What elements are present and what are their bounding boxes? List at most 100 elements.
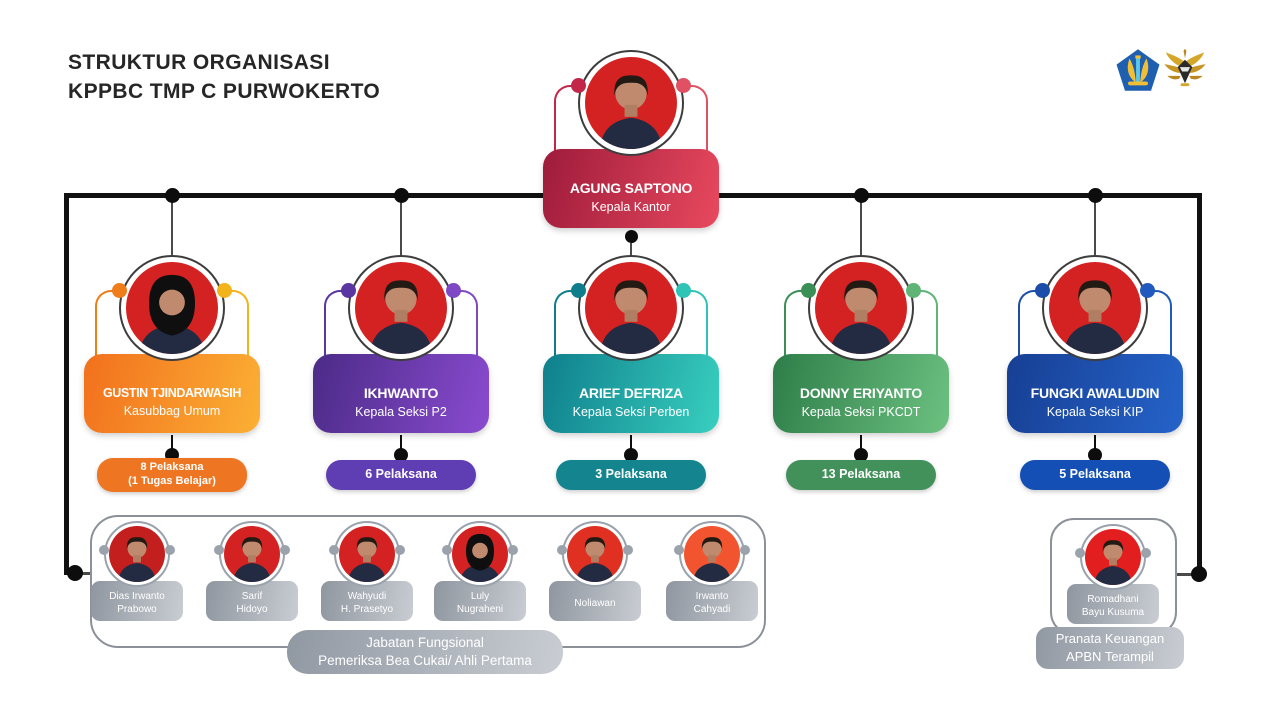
badge-line1: 6 Pelaksana bbox=[365, 467, 437, 482]
photo-ring bbox=[334, 521, 400, 587]
org-card-kasubbag-umum: GUSTIN TJINDARWASIH Kasubbag Umum 8 Pela… bbox=[82, 255, 262, 505]
accent-dot-left bbox=[557, 545, 567, 555]
accent-dot-right bbox=[676, 78, 691, 93]
member-card: Wahyudi H. Prasetyo bbox=[312, 521, 422, 625]
name-card: AGUNG SAPTONO Kepala Kantor bbox=[543, 149, 719, 228]
pin-dot bbox=[854, 448, 868, 462]
member-name-line1: Luly bbox=[470, 591, 490, 602]
accent-dot-right bbox=[508, 545, 518, 555]
pin-line bbox=[171, 435, 173, 449]
accent-dot-left bbox=[442, 545, 452, 555]
name-card: GUSTIN TJINDARWASIH Kasubbag Umum bbox=[84, 354, 260, 433]
treasury-group-label: Pranata Keuangan APBN Terampil bbox=[1036, 627, 1184, 669]
member-card: Dias Irwanto Prabowo bbox=[82, 521, 192, 625]
person-photo bbox=[1085, 529, 1141, 585]
accent-dot-left bbox=[674, 545, 684, 555]
connector-dot-right-branch bbox=[1191, 566, 1207, 582]
member-name-plate: Romadhani Bayu Kusuma bbox=[1067, 584, 1159, 624]
name-card: FUNGKI AWALUDIN Kepala Seksi KIP bbox=[1007, 354, 1183, 433]
pelaksana-badge: 8 Pelaksana (1 Tugas Belajar) bbox=[97, 458, 247, 492]
person-photo bbox=[126, 262, 218, 354]
connector-line-left-vertical bbox=[64, 193, 69, 575]
group-label-line1: Jabatan Fungsional bbox=[366, 634, 484, 650]
connector-dot-left-branch bbox=[67, 565, 83, 581]
accent-dot-right bbox=[623, 545, 633, 555]
connector-dot bbox=[854, 188, 869, 203]
pelaksana-badge: 6 Pelaksana bbox=[326, 460, 476, 490]
drop-line bbox=[400, 197, 402, 255]
connector-line-right-vertical bbox=[1197, 193, 1202, 577]
person-name: ARIEF DEFRIZA bbox=[579, 384, 683, 401]
drop-line bbox=[860, 197, 862, 255]
member-name-line1: Dias Irwanto bbox=[109, 591, 165, 602]
org-card-seksi-perben: ARIEF DEFRIZA Kepala Seksi Perben 3 Pela… bbox=[541, 255, 721, 505]
member-card: Irwanto Cahyadi bbox=[657, 521, 767, 625]
bracket-right bbox=[912, 290, 938, 362]
page-title: STRUKTUR ORGANISASI KPPBC TMP C PURWOKER… bbox=[68, 48, 380, 107]
person-role: Kepala Kantor bbox=[591, 199, 671, 214]
photo-ring bbox=[808, 255, 914, 361]
person-photo bbox=[567, 526, 623, 582]
member-card: Romadhani Bayu Kusuma bbox=[1058, 524, 1168, 628]
photo-ring bbox=[578, 255, 684, 361]
page-title-line1: STRUKTUR ORGANISASI bbox=[68, 51, 330, 74]
org-card-seksi-kip: FUNGKI AWALUDIN Kepala Seksi KIP 5 Pelak… bbox=[1005, 255, 1185, 505]
pelaksana-badge: 5 Pelaksana bbox=[1020, 460, 1170, 490]
accent-dot-left bbox=[1075, 548, 1085, 558]
accent-dot-left bbox=[214, 545, 224, 555]
photo-ring bbox=[219, 521, 285, 587]
org-card-seksi-p2: IKHWANTO Kepala Seksi P2 6 Pelaksana bbox=[311, 255, 491, 505]
accent-dot-right bbox=[280, 545, 290, 555]
member-name-plate: Dias Irwanto Prabowo bbox=[91, 581, 183, 621]
connector-dot bbox=[1088, 188, 1103, 203]
member-name-plate: Luly Nugraheni bbox=[434, 581, 526, 621]
accent-dot-left bbox=[1035, 283, 1050, 298]
name-card: DONNY ERIYANTO Kepala Seksi PKCDT bbox=[773, 354, 949, 433]
badge-line1: 3 Pelaksana bbox=[595, 467, 667, 482]
person-photo bbox=[684, 526, 740, 582]
member-name-line2: Bayu Kusuma bbox=[1081, 607, 1145, 618]
person-role: Kepala Seksi PKCDT bbox=[801, 404, 921, 419]
person-photo bbox=[109, 526, 165, 582]
accent-dot-left bbox=[801, 283, 816, 298]
accent-dot-right bbox=[1141, 548, 1151, 558]
accent-dot-right bbox=[446, 283, 461, 298]
photo-ring bbox=[1080, 524, 1146, 590]
person-name: GUSTIN TJINDARWASIH bbox=[102, 385, 241, 400]
bracket-left bbox=[784, 290, 810, 362]
functional-group-label: Jabatan Fungsional Pemeriksa Bea Cukai/ … bbox=[287, 630, 563, 674]
member-name-line2: Prabowo bbox=[117, 604, 157, 615]
accent-dot-left bbox=[112, 283, 127, 298]
bea-cukai-logo bbox=[1164, 48, 1206, 87]
bracket-left bbox=[554, 85, 580, 157]
photo-ring bbox=[348, 255, 454, 361]
member-name-plate: Sarif Hidoyo bbox=[206, 581, 298, 621]
member-name-line2: Hidoyo bbox=[236, 604, 268, 615]
org-card-seksi-pkcdt: DONNY ERIYANTO Kepala Seksi PKCDT 13 Pel… bbox=[771, 255, 951, 505]
person-role: Kepala Seksi KIP bbox=[1046, 404, 1144, 419]
member-name-line1: Romadhani bbox=[1087, 594, 1139, 605]
member-name-line1: Wahyudi bbox=[347, 591, 387, 602]
connector-dot bbox=[394, 188, 409, 203]
drop-line bbox=[630, 243, 632, 256]
pin-line bbox=[630, 435, 632, 449]
person-role: Kepala Seksi Perben bbox=[572, 404, 690, 419]
stub-line-right bbox=[1177, 573, 1193, 576]
accent-dot-right bbox=[906, 283, 921, 298]
pelaksana-badge: 3 Pelaksana bbox=[556, 460, 706, 490]
pin-dot bbox=[624, 448, 638, 462]
member-name-line2: H. Prasetyo bbox=[340, 604, 394, 615]
bracket-right bbox=[223, 290, 249, 362]
bracket-right bbox=[452, 290, 478, 362]
member-name-line1: Sarif bbox=[241, 591, 263, 602]
photo-ring bbox=[119, 255, 225, 361]
drop-line bbox=[171, 197, 173, 255]
person-name: FUNGKI AWALUDIN bbox=[1030, 384, 1160, 401]
photo-ring bbox=[679, 521, 745, 587]
accent-dot-left bbox=[341, 283, 356, 298]
stub-line-left bbox=[75, 572, 93, 575]
member-name-line2: Nugraheni bbox=[456, 604, 504, 615]
badge-line1: 8 Pelaksana bbox=[140, 461, 204, 474]
bracket-right bbox=[682, 290, 708, 362]
